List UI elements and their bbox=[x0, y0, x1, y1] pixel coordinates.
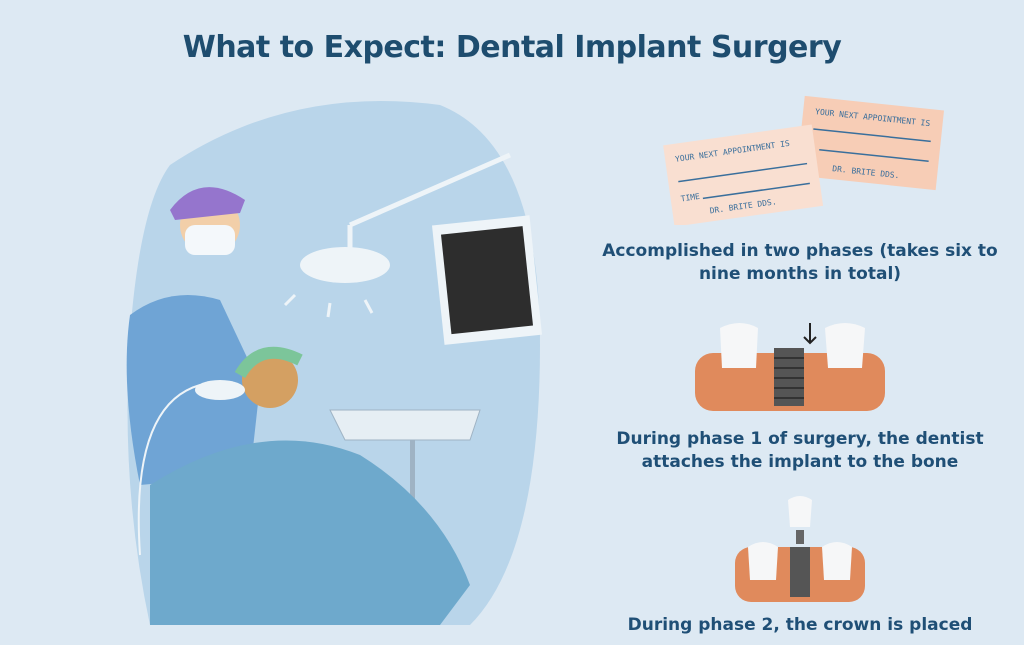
crown-phase2-illustration bbox=[735, 496, 865, 602]
step-1-caption: Accomplished in two phases (takes six to… bbox=[602, 241, 998, 284]
step-3-caption: During phase 2, the crown is placed bbox=[627, 615, 973, 635]
appointment-cards-illustration: YOUR NEXT APPOINTMENT IS DR. BRITE DDS. … bbox=[663, 95, 945, 225]
down-arrow-icon bbox=[803, 323, 817, 345]
page-title: What to Expect: Dental Implant Surgery bbox=[182, 30, 842, 65]
step-2-caption: During phase 1 of surgery, the dentist a… bbox=[616, 429, 984, 472]
dentist-scene-illustration bbox=[126, 101, 543, 625]
card-front-time-label: TIME bbox=[680, 192, 701, 204]
implant-phase1-illustration bbox=[695, 323, 885, 411]
